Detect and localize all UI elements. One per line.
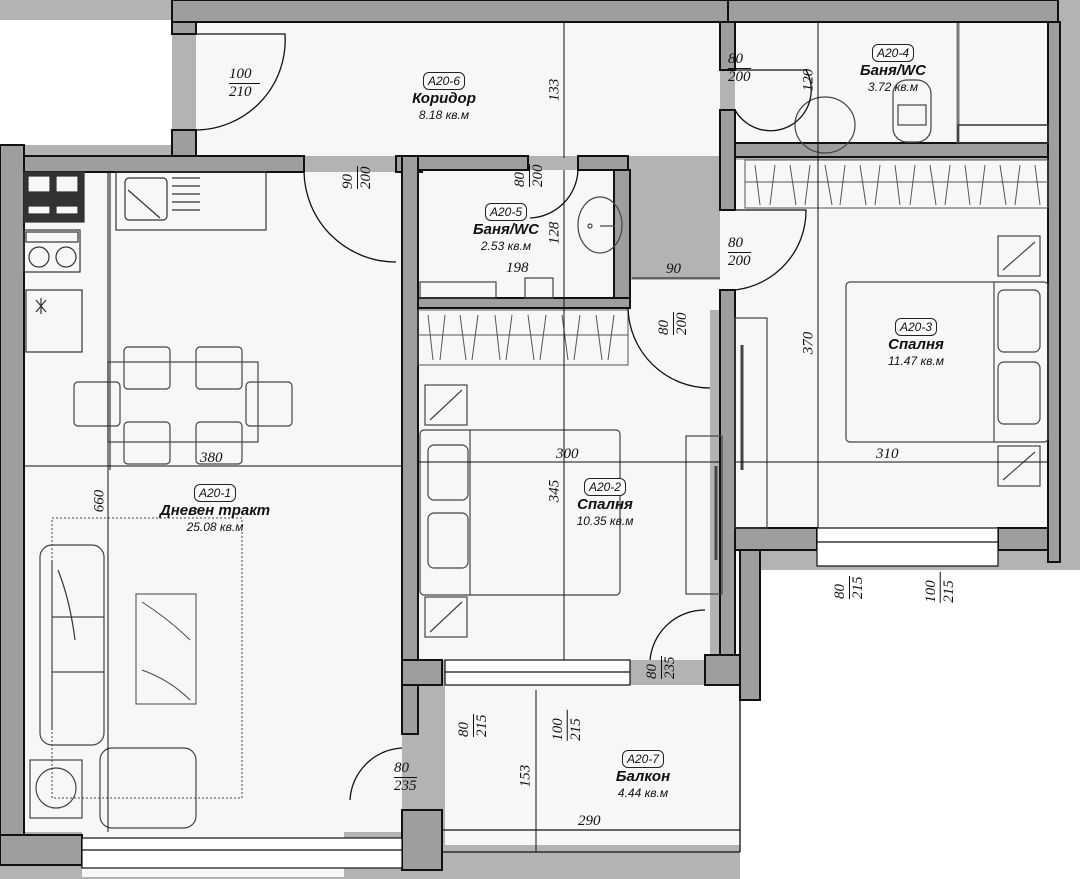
stairwell-area	[0, 20, 172, 145]
living-balcony-door-swing	[349, 747, 403, 801]
opening-width: 80	[394, 760, 417, 778]
dim-bath4-height: 120	[800, 68, 817, 92]
opening-width: 100	[229, 66, 260, 84]
opening-height: 200	[728, 253, 751, 269]
opening-bedroom2-window-a: 80 215	[456, 714, 491, 737]
bed-bedroom3	[734, 235, 1049, 529]
opening-height: 200	[674, 312, 690, 336]
opening-height: 235	[662, 656, 678, 680]
opening-bath5-door: 80 200	[512, 164, 547, 187]
rug	[51, 517, 243, 799]
dim-corridor-height: 133	[546, 78, 563, 102]
dimension-lines	[24, 22, 1048, 852]
dim-balcony-depth: 153	[517, 764, 534, 788]
opening-height: 215	[474, 714, 490, 738]
bath5-door-swing	[529, 169, 579, 219]
opening-bedroom2-window-b: 100 215	[549, 710, 585, 741]
dim-bedroom3-width: 310	[876, 446, 899, 462]
dim-bedroom2-width: 300	[556, 446, 579, 462]
bedroom3-door-swing	[734, 209, 807, 291]
opening-width: 80	[728, 51, 751, 69]
dim-bath5-width: 198	[506, 260, 529, 276]
kitchen-counter	[23, 171, 267, 470]
wardrobe-bedroom3	[744, 159, 1049, 209]
opening-width: 80	[512, 164, 530, 187]
opening-height: 215	[940, 580, 957, 603]
bath4-door-swing	[734, 69, 812, 132]
opening-bedroom3-door: 80 200	[728, 235, 751, 270]
kitchen-door-swing	[303, 171, 397, 263]
opening-bath4-door: 80 200	[728, 51, 751, 86]
opening-width: 90	[340, 166, 358, 189]
opening-kitchen-door: 90 200	[340, 166, 375, 189]
bath5-fixtures	[419, 196, 623, 299]
opening-bedroom3-window-a: 80 215	[832, 576, 867, 599]
opening-bedroom2-balcony-door: 80 235	[644, 656, 679, 679]
opening-height: 215	[850, 576, 866, 600]
door-swings	[195, 33, 812, 801]
opening-height: 200	[728, 69, 751, 85]
entry-door-swing	[195, 33, 286, 131]
opening-width: 80	[656, 312, 674, 335]
wardrobe-bedroom2	[417, 309, 629, 366]
dim-balcony-width: 290	[578, 813, 601, 829]
bathtub-ledge	[957, 124, 1049, 144]
opening-bedroom2-door: 80 200	[656, 312, 691, 335]
opening-width: 80	[728, 235, 751, 253]
opening-height: 215	[567, 718, 584, 741]
bedroom2-door-swing	[627, 307, 711, 389]
opening-width: 80	[644, 656, 662, 679]
opening-height: 200	[358, 166, 374, 190]
opening-height: 235	[394, 778, 417, 794]
opening-height: 200	[530, 164, 546, 188]
dim-bath5-height: 128	[546, 221, 563, 245]
opening-height: 210	[229, 84, 252, 100]
dim-bedroom2-height: 345	[546, 479, 563, 503]
dim-living-width: 380	[200, 450, 223, 466]
dim-bedroom3-height: 370	[800, 331, 817, 355]
opening-width: 80	[456, 714, 474, 737]
armchair	[29, 747, 197, 829]
bath4-fixtures	[794, 79, 932, 154]
dining-table	[73, 346, 293, 465]
outside-area	[740, 570, 1080, 879]
interior-floor	[24, 23, 1048, 877]
opening-bedroom3-window-b: 100 215	[922, 572, 958, 603]
opening-entry-door: 100 210	[229, 66, 260, 101]
windows	[81, 527, 999, 869]
opening-width: 100	[922, 572, 941, 603]
opening-width: 80	[832, 576, 850, 599]
bed-bedroom2	[419, 384, 723, 638]
bedroom2-balcony-door-swing	[649, 609, 706, 661]
dim-hall-width: 90	[666, 261, 681, 277]
opening-living-balcony-door: 80 235	[394, 760, 417, 795]
opening-width: 100	[549, 710, 568, 741]
dim-living-height: 660	[91, 489, 108, 513]
